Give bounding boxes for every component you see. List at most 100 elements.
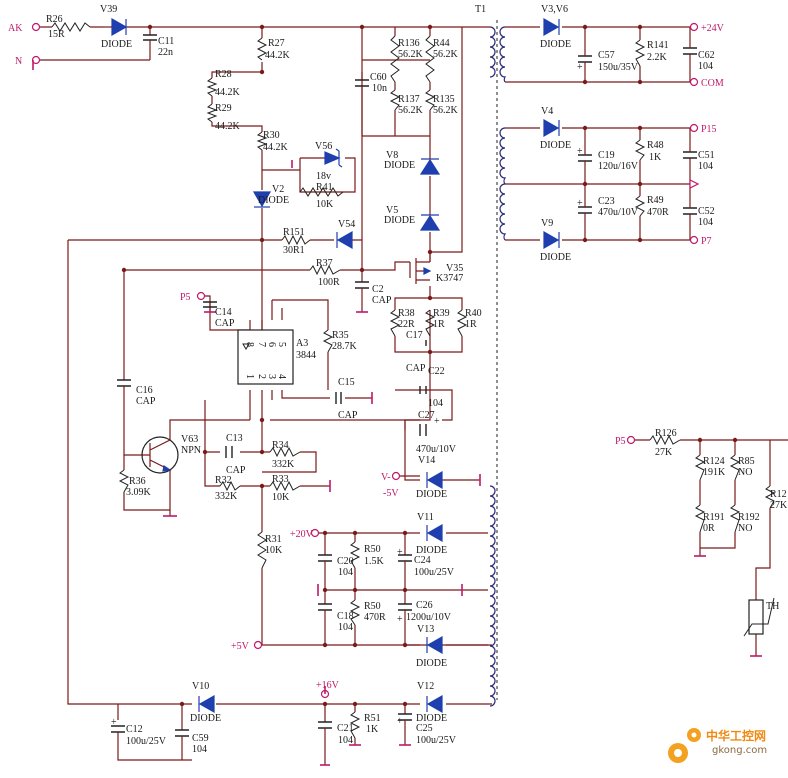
ic-pin: 8	[244, 342, 255, 347]
label-ref: C12	[126, 724, 143, 735]
capacitor-C51	[683, 151, 697, 159]
label-ref: C20	[337, 556, 354, 567]
capacitor-C14	[203, 301, 217, 308]
svg-text:+: +	[397, 614, 403, 625]
capacitor-C26	[398, 603, 412, 611]
label-ref: R85	[738, 456, 755, 467]
capacitor-C11	[143, 34, 157, 41]
label-value: 10K	[272, 492, 290, 503]
svg-text:+: +	[577, 62, 583, 73]
label-value: NO	[738, 467, 752, 478]
label-ref: R151	[283, 227, 305, 238]
svg-text:+: +	[577, 198, 583, 209]
label-value: 1200u/10V	[406, 612, 452, 623]
label-value: CAP	[406, 363, 426, 374]
label-ref: R191	[703, 512, 725, 523]
resistor-R38	[389, 309, 401, 337]
label-value: 0R	[703, 523, 715, 534]
label-value: DIODE	[416, 658, 447, 669]
resistor-R192	[729, 504, 741, 533]
net-label-p5-right: P5	[615, 436, 626, 447]
net-label-p7: P7	[701, 236, 712, 247]
label-ref: V54	[338, 219, 355, 230]
label-ref: R37	[316, 258, 333, 269]
ic-pin: 6	[266, 342, 277, 347]
label-value: DIODE	[384, 215, 415, 226]
label-value: 3844	[296, 350, 316, 361]
label-value: CAP	[338, 410, 358, 421]
net-label-p16: +16V	[316, 680, 340, 691]
svg-text:+: +	[434, 416, 440, 427]
ground-symbols	[32, 60, 762, 766]
label-value: 56.2K	[433, 105, 459, 116]
resistor-R51	[349, 711, 361, 739]
label-value: 1K	[366, 724, 379, 735]
label-value: 30R1	[283, 245, 305, 256]
label-ref: R38	[398, 308, 415, 319]
label-value: 470R	[364, 612, 386, 623]
resistor-R27	[256, 37, 268, 61]
label-T1: T1	[475, 4, 486, 15]
label-value: 22n	[158, 47, 173, 58]
resistor-R33	[269, 480, 301, 492]
resistor-R136	[390, 35, 400, 83]
label-value: NO	[738, 523, 752, 534]
polarity-marks: + + + + + + + +	[111, 62, 583, 728]
capacitors	[111, 34, 697, 748]
label-ref: V3,V6	[541, 4, 568, 15]
label-value: 44.2K	[265, 50, 291, 61]
label-ref: C21	[337, 723, 354, 734]
label-ref: C11	[158, 36, 174, 47]
label-value: 120u/16V	[598, 161, 639, 172]
capacitor-C21	[318, 721, 332, 729]
label-value: 104	[428, 398, 443, 409]
label-value: 2.2K	[647, 52, 668, 63]
capacitor-C16	[117, 379, 131, 387]
label-value: 27K	[655, 447, 673, 458]
label-value: DIODE	[540, 252, 571, 263]
label-value: 1K	[649, 152, 662, 163]
label-ref: R50	[364, 601, 381, 612]
net-label-ak: AK	[8, 23, 23, 34]
resistor-R49	[634, 195, 646, 217]
capacitor-C15	[335, 392, 342, 404]
label-ref: TH	[766, 601, 779, 612]
label-ref: C62	[698, 50, 715, 61]
label-ref: R41	[316, 182, 333, 193]
label-value: 56.2K	[398, 49, 424, 60]
capacitor-C62	[683, 47, 697, 55]
label-value: 470u/10V	[598, 207, 639, 218]
label-ref: C59	[192, 733, 209, 744]
svg-text:+: +	[111, 717, 117, 728]
label-value: 100u/25V	[126, 736, 167, 747]
capacitor-C59	[175, 729, 189, 737]
label-ref: R27	[268, 38, 285, 49]
label-ref: R192	[738, 512, 760, 523]
label-value: DIODE	[540, 140, 571, 151]
label-ref: R33	[272, 474, 289, 485]
label-value: 100R	[318, 277, 340, 288]
gear-logo-icon	[668, 728, 701, 763]
ic-pin: 7	[256, 342, 267, 347]
capacitor-C27	[419, 424, 427, 436]
resistor-R30	[256, 131, 268, 151]
label-ref: R135	[433, 94, 455, 105]
resistor-R191	[694, 504, 706, 533]
resistor-R32	[219, 480, 241, 492]
ic-pin: 2	[256, 374, 267, 379]
label-value: K3747	[436, 273, 463, 284]
resistor-R26	[51, 22, 91, 32]
label-ref: A3	[296, 338, 308, 349]
capacitor-C13	[225, 446, 233, 458]
resistor-R36	[118, 469, 130, 493]
ic-A3	[237, 329, 294, 385]
label-ref: R126	[655, 428, 677, 439]
label-value: 150u/35V	[598, 62, 639, 73]
label-ref: V12	[417, 681, 434, 692]
label-ref: V9	[541, 218, 553, 229]
label-ref: C19	[598, 150, 615, 161]
watermark-text: 中华工控网	[706, 729, 767, 743]
label-value: 470R	[647, 207, 669, 218]
resistor-R141	[634, 39, 646, 67]
